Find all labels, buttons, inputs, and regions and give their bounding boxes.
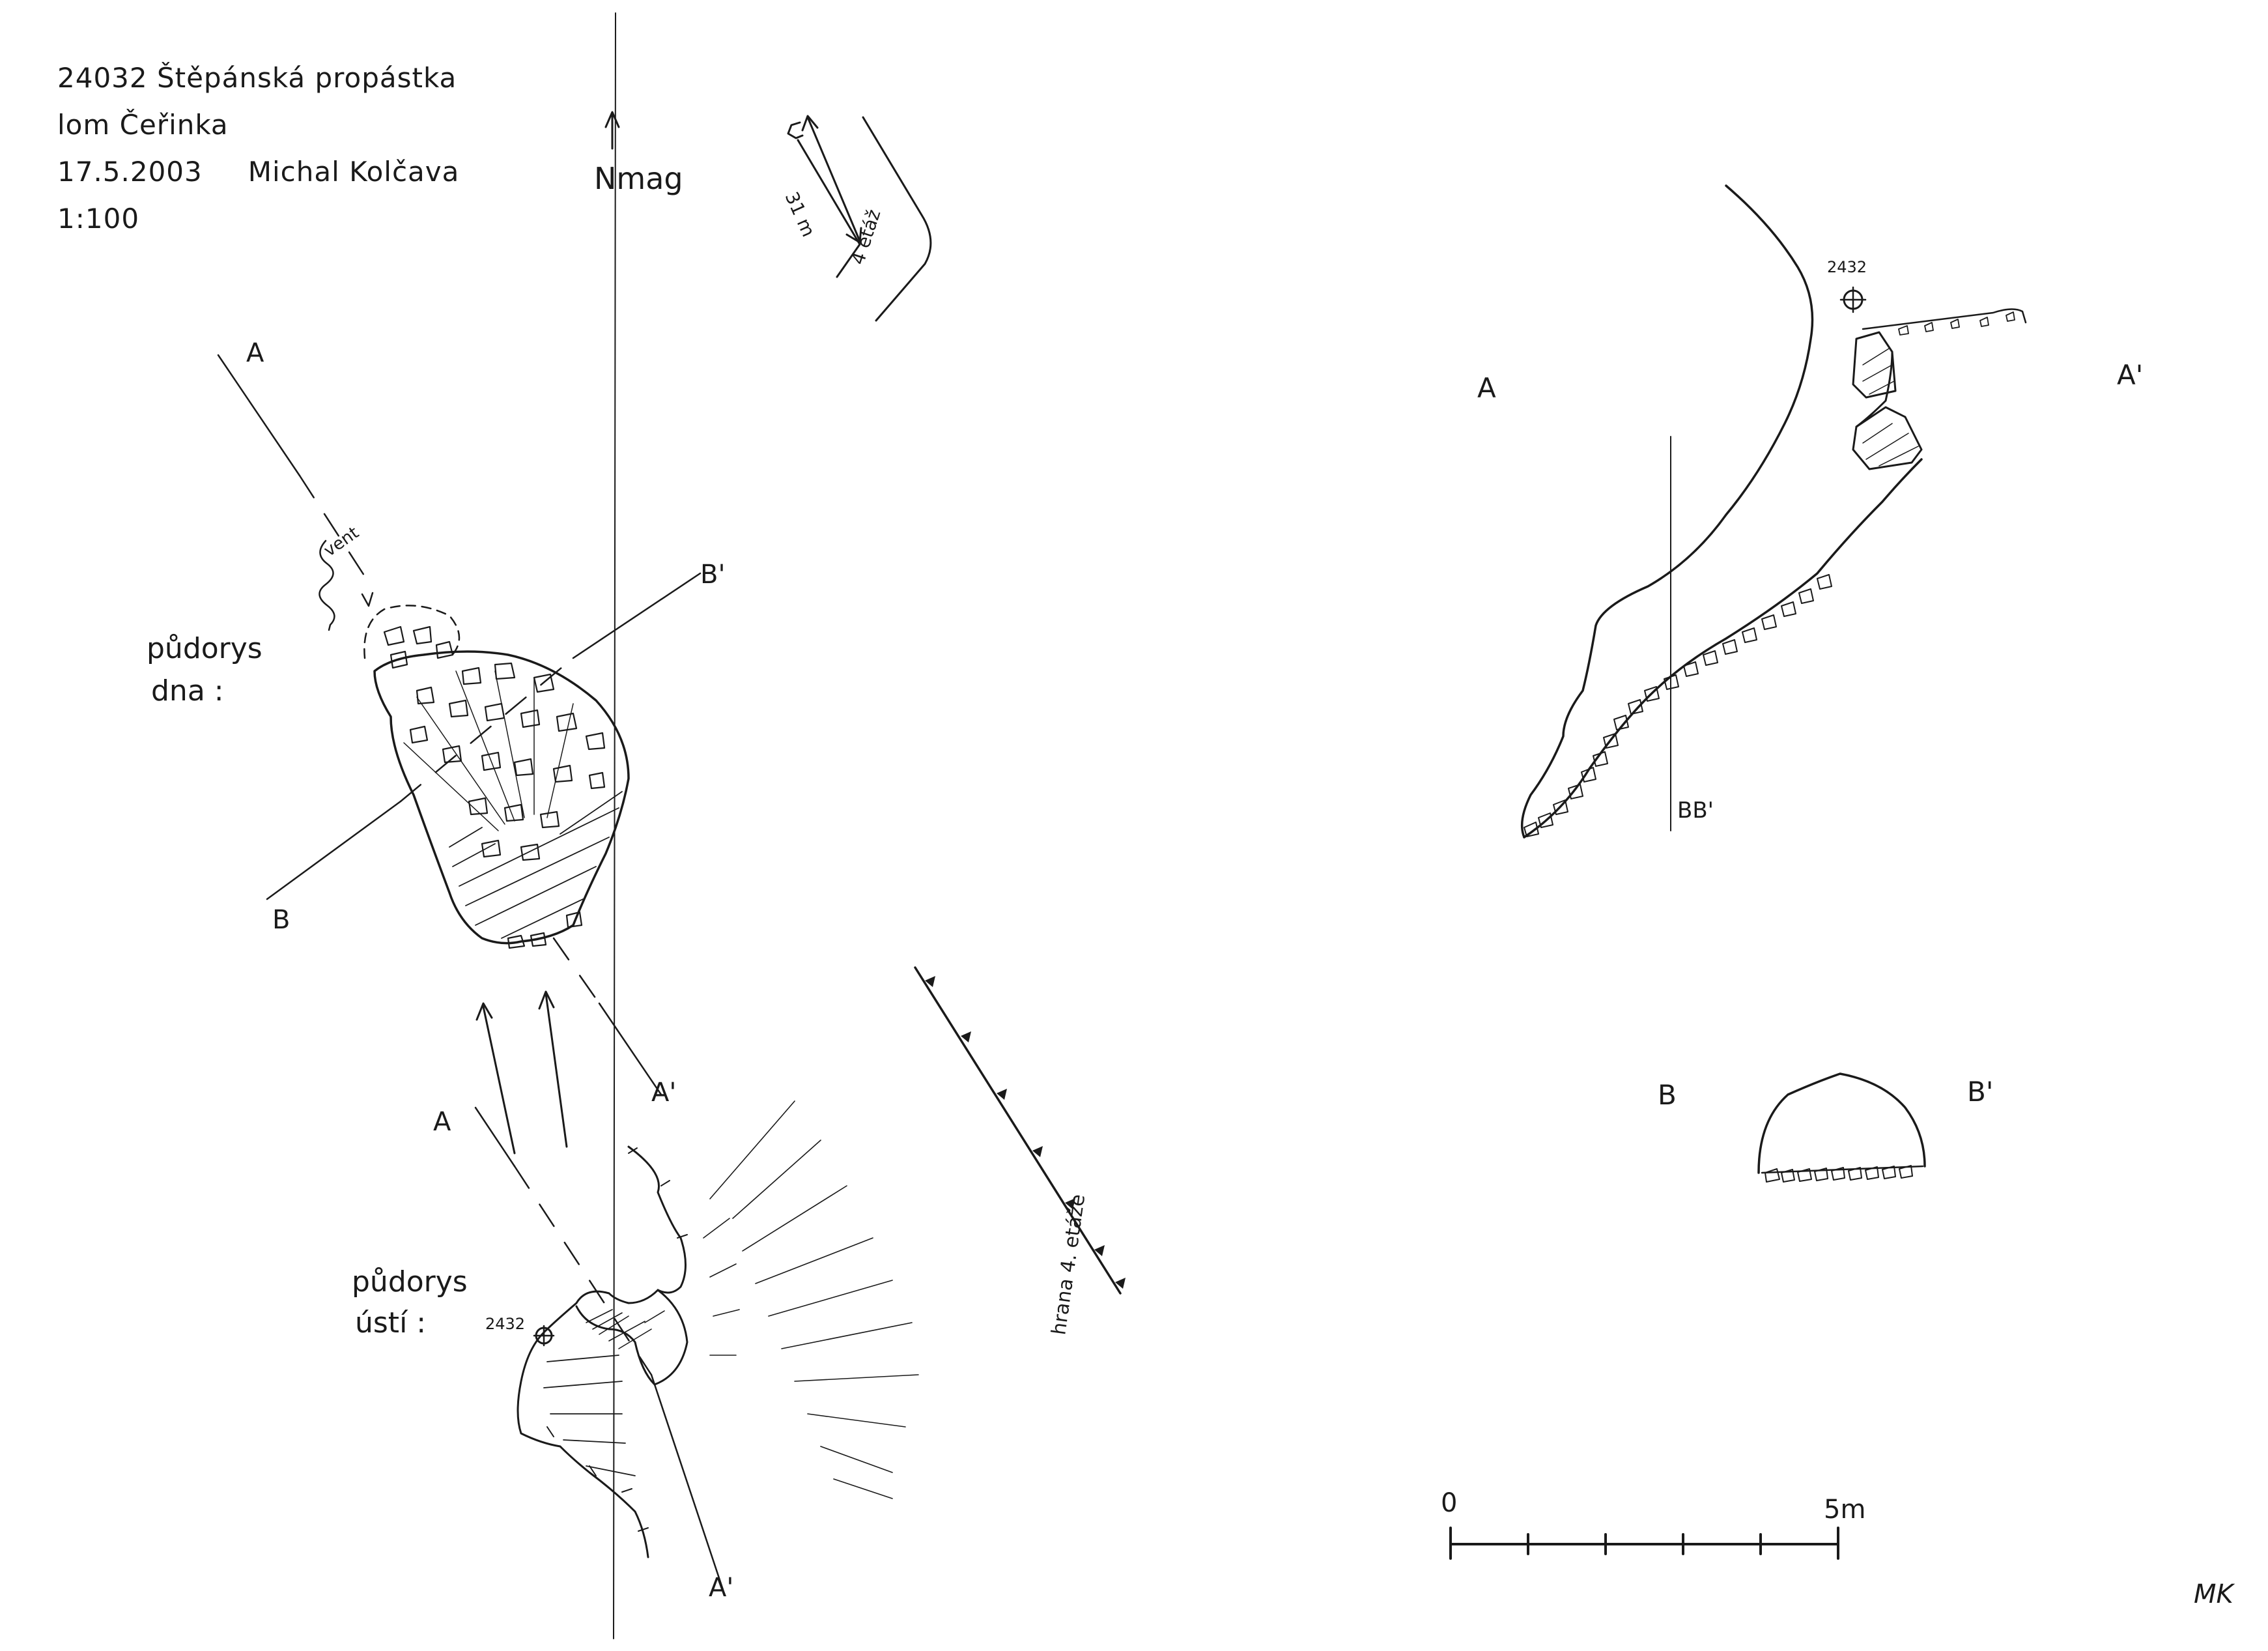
locality: lom Čeřinka	[57, 109, 229, 141]
north-label: Nmag	[594, 161, 683, 196]
section-mark-a-top: A	[246, 338, 264, 368]
location-inset: 31 m 4 etáž	[781, 115, 932, 322]
profile-cut-label: BB'	[1677, 797, 1714, 824]
date-author-line: 17.5.2003 Michal Kolčava	[57, 149, 505, 195]
section-mark-a-prime-bottom: A'	[709, 1573, 733, 1603]
survey-author: Michal Kolčava	[248, 156, 460, 188]
floor-plan-label-1: půdorys	[147, 632, 262, 665]
vent-arrow	[319, 539, 335, 631]
entrance-plan-label-1: půdorys	[352, 1265, 468, 1299]
profile-label-a: A	[1477, 372, 1496, 404]
scale-bar-end-label: 5m	[1824, 1495, 1865, 1525]
entrance-plan: 2432	[485, 1145, 688, 1558]
level-edge-line	[914, 966, 1126, 1295]
profile-survey-point-icon	[1839, 286, 1867, 313]
section-mark-b: B	[272, 905, 290, 935]
cross-section-label-b-prime: B'	[1967, 1076, 1993, 1108]
cross-section-bb: B B'	[1658, 1072, 1993, 1183]
level-edge-label: hrana 4. etáže	[1047, 1193, 1090, 1336]
signature: MK	[2194, 1579, 2235, 1609]
section-mark-b-prime: B'	[700, 560, 725, 590]
inset-length-label: 31 m	[781, 188, 819, 240]
section-mark-a-lower: A	[433, 1107, 451, 1137]
survey-date: 17.5.2003	[57, 156, 203, 188]
section-line-aa	[217, 354, 724, 1591]
entrance-point-label: 2432	[485, 1315, 525, 1333]
cave-id-name: 24032 Štěpánská propástka	[57, 62, 457, 94]
map-scale: 1:100	[57, 203, 140, 235]
north-meridian-line	[613, 12, 616, 1639]
floor-plan-label-2: dna :	[151, 674, 224, 708]
cross-section-label-b: B	[1658, 1079, 1677, 1111]
north-arrow-icon	[604, 111, 620, 150]
profile-label-a-prime: A'	[2117, 359, 2143, 391]
section-line-bb	[266, 572, 702, 900]
scale-bar-start-label: 0	[1441, 1488, 1457, 1518]
survey-point-icon	[533, 1325, 555, 1347]
section-mark-a-prime-mid: A'	[651, 1078, 676, 1108]
profile-point-label: 2432	[1827, 258, 1867, 276]
quarry-slope-strokes	[703, 1100, 919, 1499]
title-block: 24032 Štěpánská propástka lom Čeřinka 17…	[57, 55, 505, 242]
scale-bar: 0 5m	[1441, 1488, 1865, 1560]
profile-aa: A A'	[1477, 184, 2143, 839]
vent-label: vent	[320, 523, 363, 561]
floor-plan	[363, 605, 630, 949]
entrance-plan-label-2: ústí :	[355, 1306, 426, 1340]
dip-arrows	[475, 990, 568, 1155]
